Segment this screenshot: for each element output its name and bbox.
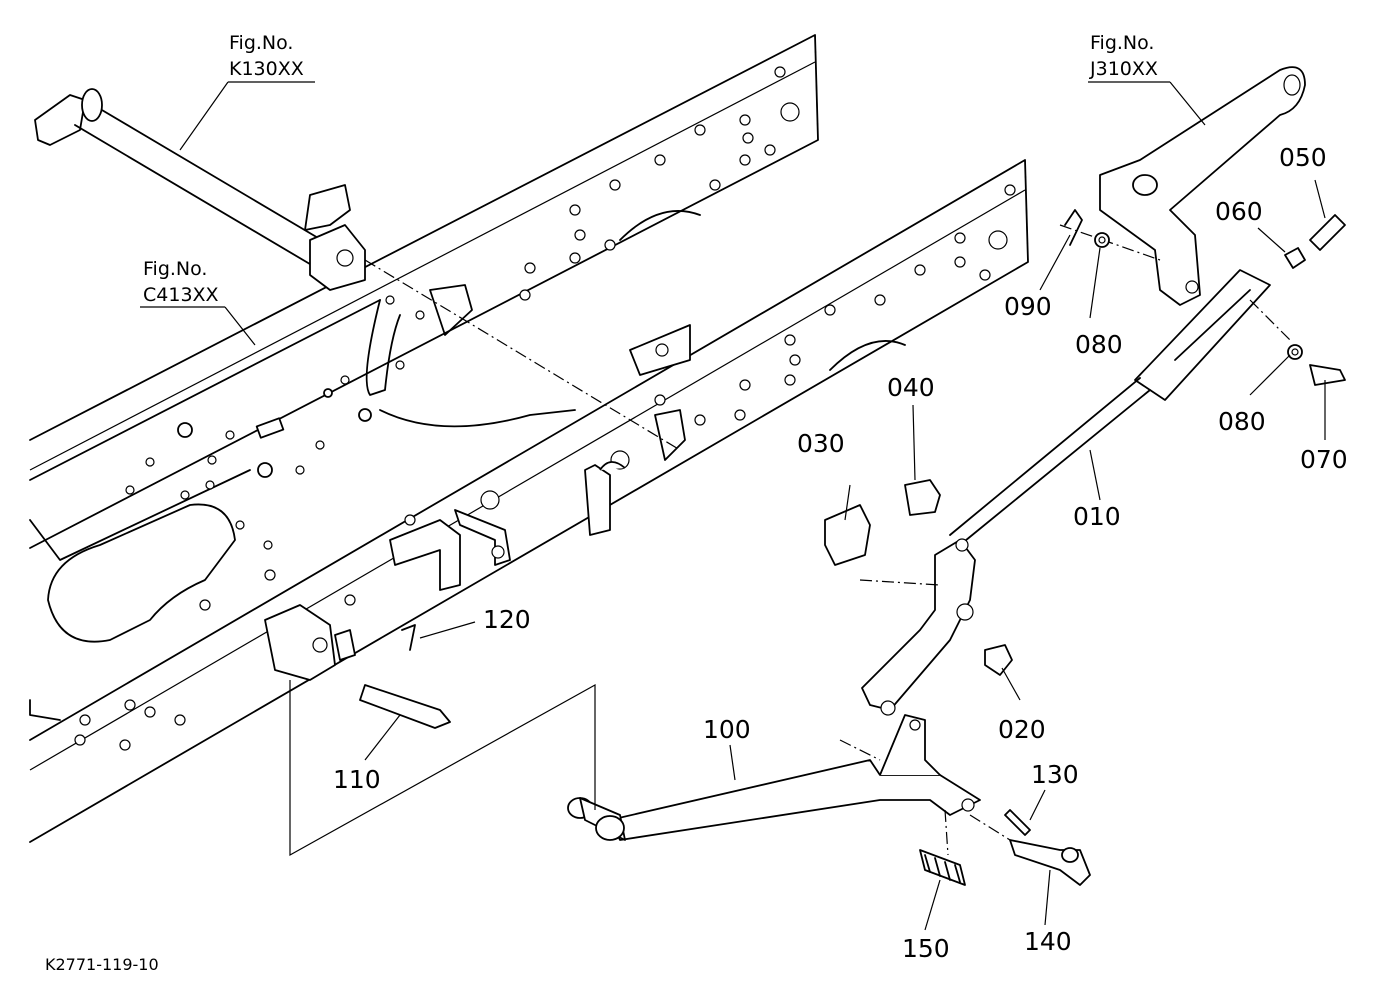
- link-lever: [859, 538, 1013, 716]
- cross-shaft: [34, 88, 681, 451]
- part-label-100: 100: [703, 715, 751, 744]
- part-label-110: 110: [333, 765, 381, 794]
- part-label-050: 050: [1279, 143, 1327, 172]
- part-label-130: 130: [1031, 760, 1079, 789]
- pedal-bracket: [264, 604, 596, 857]
- rail-brackets: [304, 184, 691, 591]
- part-label-060: 060: [1215, 197, 1263, 226]
- upper-frame-rail: [29, 34, 819, 549]
- leader-lines: [140, 81, 1326, 931]
- fig-ref-c413-line2: C413XX: [143, 284, 219, 306]
- hardware: [1064, 209, 1346, 386]
- bushing-030: [824, 504, 871, 566]
- fig-ref-j310-line2: J310XX: [1089, 58, 1158, 80]
- part-label-070: 070: [1300, 445, 1348, 474]
- part-label-030: 030: [797, 429, 845, 458]
- part-label-020: 020: [998, 715, 1046, 744]
- part-label-080-upper: 080: [1075, 330, 1123, 359]
- part-label-080-lower: 080: [1218, 407, 1266, 436]
- fig-ref-k130-line2: K130XX: [229, 58, 304, 80]
- fig-ref-k130-line1: Fig.No.: [229, 32, 293, 54]
- lower-frame-rail: [29, 159, 1029, 843]
- part-label-150: 150: [902, 934, 950, 963]
- part-label-090: 090: [1004, 292, 1052, 321]
- diagram-code: K2771-119-10: [45, 955, 159, 974]
- floor-plate: [29, 284, 686, 721]
- part-label-120: 120: [483, 605, 531, 634]
- collar-040: [904, 479, 941, 516]
- spring-and-lever: [919, 809, 1091, 886]
- rod-010: [949, 269, 1291, 546]
- part-label-010: 010: [1073, 502, 1121, 531]
- part-label-140: 140: [1024, 927, 1072, 956]
- pedal-100: [567, 714, 1011, 841]
- lift-arm: [1059, 66, 1306, 306]
- fig-ref-j310-line1: Fig.No.: [1090, 32, 1154, 54]
- part-label-040: 040: [887, 373, 935, 402]
- fig-ref-c413-line1: Fig.No.: [143, 258, 207, 280]
